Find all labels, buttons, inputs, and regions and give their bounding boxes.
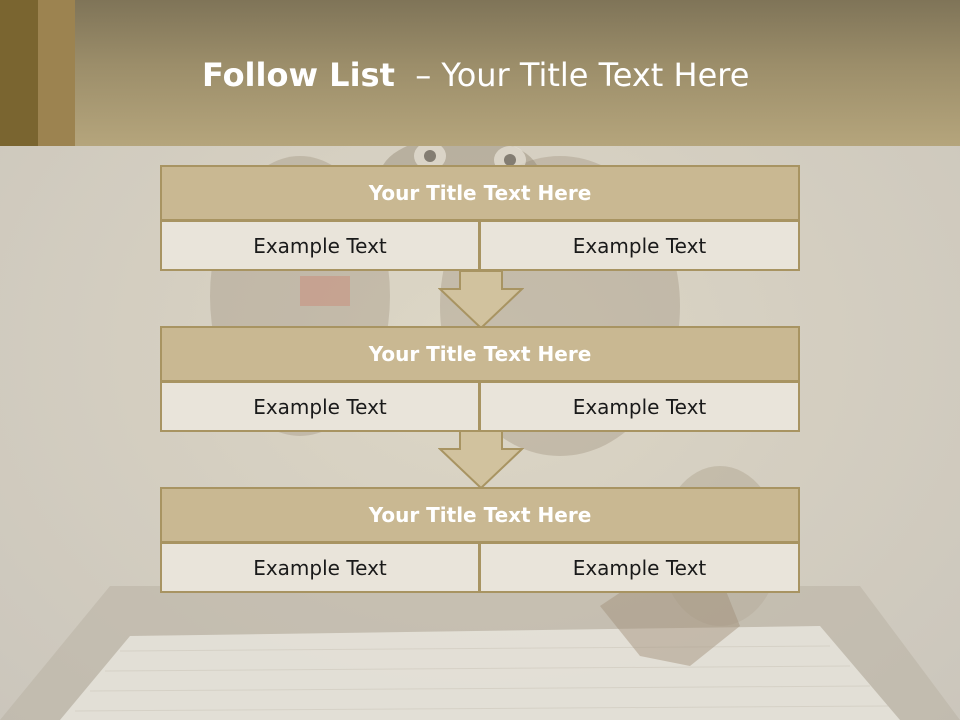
block-cell-right: Example Text [480, 543, 800, 593]
slide-title-bold: Follow List [202, 56, 395, 94]
slide-title-rest: – Your Title Text Here [415, 56, 750, 94]
down-arrow-icon [438, 431, 524, 489]
list-block-2: Your Title Text Here Example Text Exampl… [160, 326, 800, 432]
list-block-1: Your Title Text Here Example Text Exampl… [160, 165, 800, 271]
slide-header: Follow List – Your Title Text Here [0, 0, 960, 146]
block-title: Your Title Text Here [160, 165, 800, 221]
block-cell-left: Example Text [160, 221, 480, 271]
list-block-3: Your Title Text Here Example Text Exampl… [160, 487, 800, 593]
header-accent-bar-dark [0, 0, 38, 146]
block-cell-left: Example Text [160, 543, 480, 593]
block-title: Your Title Text Here [160, 326, 800, 382]
block-cell-right: Example Text [480, 221, 800, 271]
down-arrow-icon [438, 271, 524, 329]
block-cell-right: Example Text [480, 382, 800, 432]
block-title: Your Title Text Here [160, 487, 800, 543]
block-cell-left: Example Text [160, 382, 480, 432]
slide-title: Follow List – Your Title Text Here [202, 56, 749, 94]
header-accent-bar-light [38, 0, 75, 146]
